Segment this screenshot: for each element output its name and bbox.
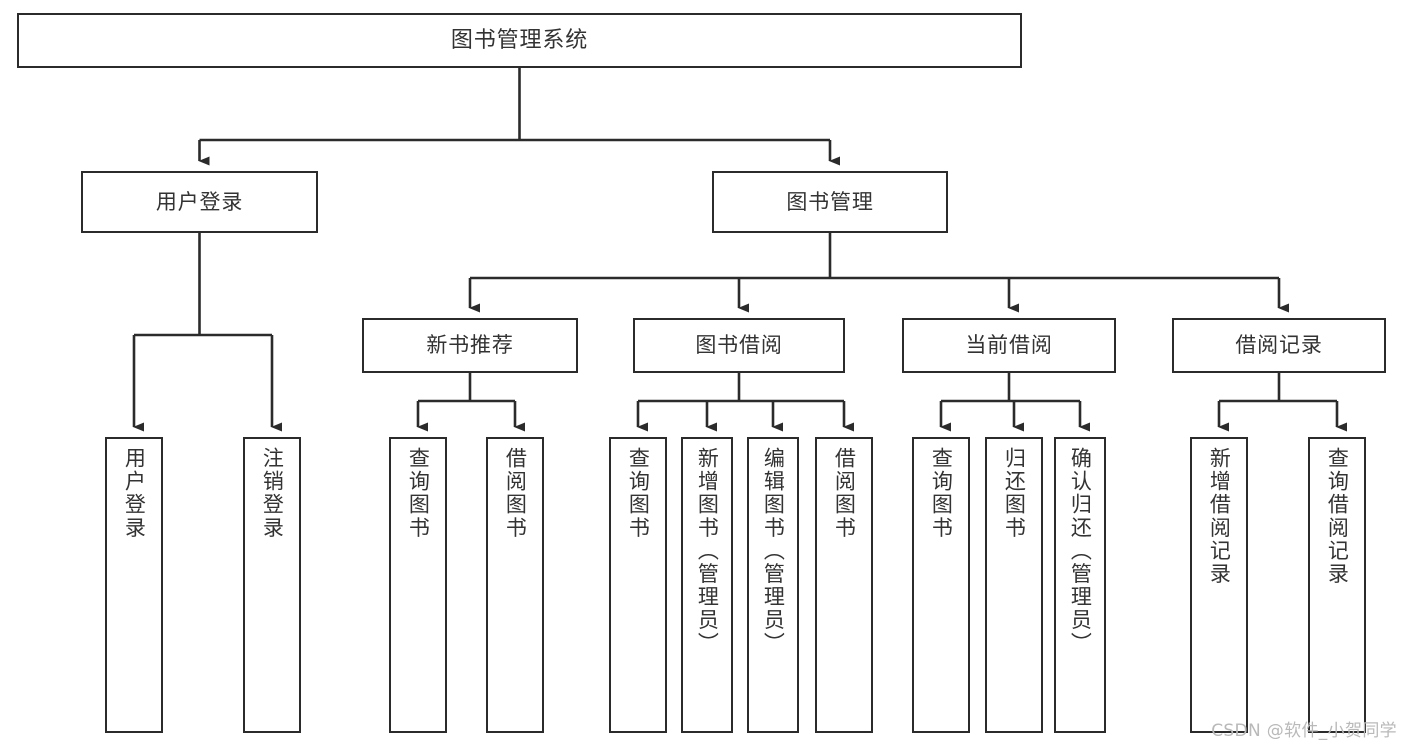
node-leaf-borrow-book-2-label: 借阅图书 [832,447,857,540]
node-leaf-query-book-1[interactable]: 查询图书 [389,437,447,733]
node-book-borrow[interactable]: 图书借阅 [633,318,845,373]
node-current-borrow-label: 当前借阅 [965,333,1053,358]
node-leaf-add-book[interactable]: 新增图书（管理员） [681,437,733,733]
node-leaf-add-borrow-record[interactable]: 新增借阅记录 [1190,437,1248,733]
node-root[interactable]: 图书管理系统 [17,13,1022,68]
node-leaf-add-borrow-record-label: 新增借阅记录 [1207,447,1232,586]
node-leaf-query-book-3[interactable]: 查询图书 [912,437,970,733]
node-leaf-query-book-2[interactable]: 查询图书 [609,437,667,733]
node-user-login-label: 用户登录 [155,189,244,214]
node-book-manage-label: 图书管理 [786,189,874,214]
node-leaf-borrow-book-2[interactable]: 借阅图书 [815,437,873,733]
node-current-borrow[interactable]: 当前借阅 [902,318,1116,373]
node-leaf-add-book-label: 新增图书（管理员） [695,447,720,655]
node-leaf-confirm-return-label: 确认归还（管理员） [1068,447,1093,655]
node-leaf-query-book-2-label: 查询图书 [626,447,651,540]
node-borrow-record[interactable]: 借阅记录 [1172,318,1386,373]
node-leaf-query-borrow-record[interactable]: 查询借阅记录 [1308,437,1366,733]
node-user-login[interactable]: 用户登录 [81,171,318,233]
node-book-manage[interactable]: 图书管理 [712,171,948,233]
node-leaf-user-login[interactable]: 用户登录 [105,437,163,733]
node-leaf-user-logout[interactable]: 注销登录 [243,437,301,733]
node-borrow-record-label: 借阅记录 [1235,333,1323,358]
node-leaf-user-logout-label: 注销登录 [260,447,285,540]
node-leaf-query-book-1-label: 查询图书 [406,447,431,540]
node-leaf-borrow-book-1-label: 借阅图书 [503,447,528,540]
node-new-book-recommend-label: 新书推荐 [426,333,514,358]
node-leaf-return-book[interactable]: 归还图书 [985,437,1043,733]
node-leaf-edit-book[interactable]: 编辑图书（管理员） [747,437,799,733]
node-leaf-confirm-return[interactable]: 确认归还（管理员） [1054,437,1106,733]
node-leaf-query-book-3-label: 查询图书 [929,447,954,540]
node-leaf-borrow-book-1[interactable]: 借阅图书 [486,437,544,733]
node-book-borrow-label: 图书借阅 [695,333,783,358]
node-leaf-edit-book-label: 编辑图书（管理员） [761,447,786,655]
node-leaf-user-login-label: 用户登录 [122,447,147,540]
node-leaf-return-book-label: 归还图书 [1002,447,1027,540]
node-root-label: 图书管理系统 [450,27,589,53]
node-new-book-recommend[interactable]: 新书推荐 [362,318,578,373]
node-leaf-query-borrow-record-label: 查询借阅记录 [1325,447,1350,586]
